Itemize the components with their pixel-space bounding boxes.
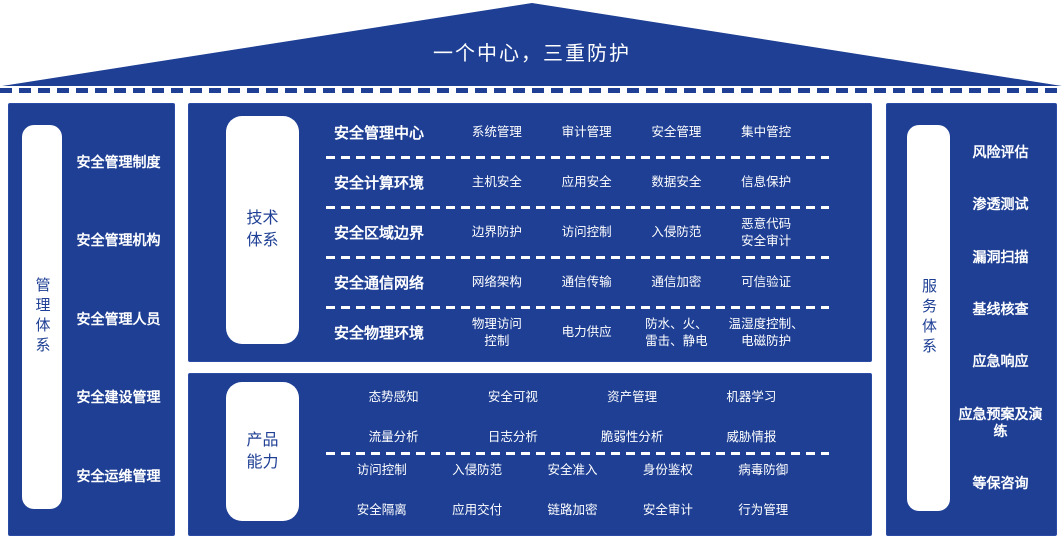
management-pill: 管理体系 (22, 125, 62, 509)
management-items: 安全管理制度 安全管理机构 安全管理人员 安全建设管理 安全运维管理 (69, 154, 168, 485)
tech-item: 物理访问 控制 (471, 316, 522, 348)
tech-row-area-boundary: 安全区域边界 边界防护 访问控制 入侵防范 恶意代码 安全审计 (326, 209, 855, 256)
management-panel: 管理体系 安全管理制度 安全管理机构 安全管理人员 安全建设管理 安全运维管理 (8, 103, 175, 536)
product-item: 安全审计 (642, 502, 693, 517)
product-item: 身份鉴权 (642, 462, 693, 477)
tech-row-communication-network: 安全通信网络 网络架构 通信传输 通信加密 可信验证 (326, 259, 855, 306)
product-pill-line2: 能力 (246, 453, 279, 471)
tech-item: 系统管理 (471, 125, 522, 140)
product-item: 入侵防范 (452, 462, 503, 477)
product-item: 日志分析 (487, 429, 538, 444)
product-panel: 产品 能力 态势感知 安全可视 资产管理 机器学习 流量分析 日志分析 脆弱性分… (188, 373, 872, 536)
product-item: 病毒防御 (738, 462, 789, 477)
roof-dashed-baseline (0, 88, 1064, 93)
tech-item: 安全管理 (651, 125, 702, 140)
service-items: 风险评估 渗透测试 漏洞扫描 基线核查 应急响应 应急预案及演 练 等保咨询 (949, 144, 1052, 493)
tech-item: 边界防护 (471, 225, 522, 240)
tech-item: 通信加密 (651, 275, 702, 290)
tech-item: 应用安全 (561, 175, 612, 190)
management-item: 安全管理制度 (76, 154, 161, 170)
management-item: 安全管理人员 (76, 310, 161, 327)
service-item: 基线核查 (972, 300, 1029, 317)
product-content: 态势感知 安全可视 资产管理 机器学习 流量分析 日志分析 脆弱性分析 威胁情报… (326, 382, 855, 525)
product-item: 威胁情报 (726, 429, 777, 444)
service-item: 渗透测试 (972, 196, 1029, 213)
tech-item: 温湿度控制、 电磁防护 (728, 316, 804, 348)
product-item: 访问控制 (356, 462, 407, 477)
dashed-divider (326, 306, 829, 309)
tech-item: 审计管理 (561, 125, 612, 140)
service-panel: 服务体系 风险评估 渗透测试 漏洞扫描 基线核查 应急响应 应急预案及演 练 等… (886, 103, 1057, 536)
tech-item: 集中管控 (741, 125, 792, 140)
product-item: 安全可视 (487, 389, 538, 404)
product-item: 链路加密 (547, 502, 598, 517)
product-item: 行为管理 (738, 502, 789, 517)
technology-rows: 安全管理中心 系统管理 审计管理 安全管理 集中管控 安全计算环境 主机安全 应… (326, 109, 855, 356)
management-pill-label: 管理体系 (33, 277, 51, 357)
dashed-divider (326, 206, 829, 209)
service-item: 应急响应 (972, 353, 1029, 370)
tech-item: 恶意代码 安全审计 (741, 216, 792, 248)
roof-triangle: 一个中心，三重防护 (2, 3, 1062, 86)
product-group-analytics: 态势感知 安全可视 资产管理 机器学习 流量分析 日志分析 脆弱性分析 威胁情报 (326, 382, 855, 452)
dashed-divider (326, 452, 829, 455)
tech-row-security-management-center: 安全管理中心 系统管理 审计管理 安全管理 集中管控 (326, 109, 855, 156)
tech-row-label: 安全区域边界 (334, 225, 425, 242)
product-item: 流量分析 (368, 429, 419, 444)
management-item: 安全管理机构 (76, 232, 161, 249)
dashed-divider (326, 256, 829, 259)
product-pill-line1: 产品 (246, 431, 279, 449)
technology-pill-line1: 技术 (246, 210, 279, 228)
tech-item: 信息保护 (741, 175, 792, 190)
tech-row-computing-environment: 安全计算环境 主机安全 应用安全 数据安全 信息保护 (326, 159, 855, 206)
service-pill: 服务体系 (907, 125, 950, 511)
tech-item: 防水、火、 雷击、静电 (645, 316, 708, 348)
tech-item: 电力供应 (561, 325, 612, 340)
service-pill-label: 服务体系 (920, 278, 937, 358)
tech-item: 入侵防范 (651, 225, 702, 240)
dashed-divider (326, 156, 829, 159)
tech-item: 访问控制 (561, 225, 612, 240)
service-item: 风险评估 (972, 144, 1029, 160)
product-pill: 产品 能力 (226, 382, 299, 521)
tech-item: 网络架构 (471, 275, 522, 290)
technology-pill-line2: 体系 (246, 232, 279, 249)
product-item: 安全准入 (547, 462, 598, 477)
service-item: 等保咨询 (972, 475, 1029, 492)
management-item: 安全建设管理 (76, 389, 161, 406)
technology-panel: 技术 体系 安全管理中心 系统管理 审计管理 安全管理 集中管控 安全计算环境 … (188, 103, 872, 362)
product-item: 机器学习 (726, 389, 777, 404)
tech-item: 数据安全 (651, 175, 702, 190)
diagram-title: 一个中心，三重防护 (433, 43, 631, 65)
product-group-protection: 访问控制 入侵防范 安全准入 身份鉴权 病毒防御 安全隔离 应用交付 链路加密 … (326, 455, 855, 525)
technology-pill: 技术 体系 (226, 116, 299, 344)
tech-item: 主机安全 (471, 175, 522, 190)
tech-row-label: 安全物理环境 (334, 325, 425, 342)
tech-item: 可信验证 (741, 275, 792, 290)
management-item: 安全运维管理 (76, 467, 161, 484)
service-item: 漏洞扫描 (972, 248, 1029, 265)
tech-row-label: 安全计算环境 (334, 175, 425, 192)
tech-item: 通信传输 (561, 275, 612, 290)
service-item: 应急预案及演 练 (958, 405, 1043, 440)
tech-row-label: 安全通信网络 (334, 275, 425, 292)
product-item: 态势感知 (368, 389, 419, 404)
tech-row-label: 安全管理中心 (334, 125, 425, 142)
product-item: 资产管理 (607, 389, 658, 404)
product-item: 安全隔离 (356, 502, 407, 517)
tech-row-physical-environment: 安全物理环境 物理访问 控制 电力供应 防水、火、 雷击、静电 温湿度控制、 电… (326, 309, 855, 356)
product-item: 应用交付 (452, 502, 503, 517)
product-item: 脆弱性分析 (600, 429, 664, 444)
